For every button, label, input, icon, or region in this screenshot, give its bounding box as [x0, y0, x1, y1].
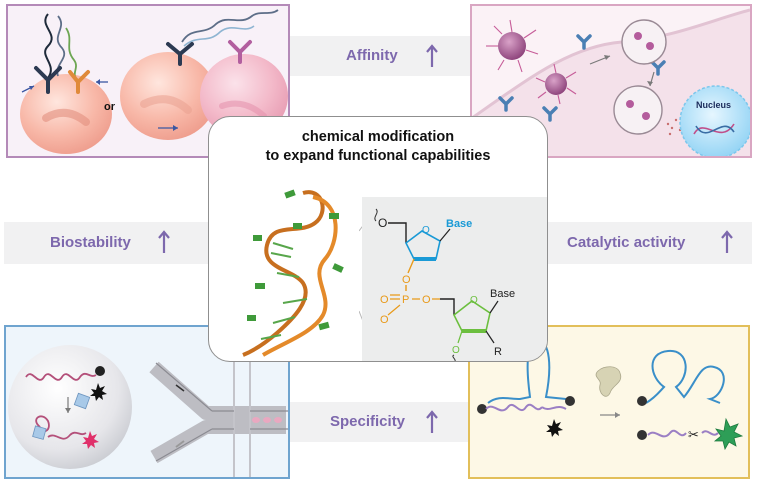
base-bottom-label: Base: [490, 288, 515, 300]
quencher-ball-icon: [565, 396, 575, 406]
specificity-label: Specificity: [330, 413, 406, 430]
endosome: [621, 19, 667, 65]
nuclease-cube: [73, 392, 91, 410]
svg-text:O: O: [422, 294, 431, 306]
center-title-line1: chemical modification: [301, 129, 455, 145]
quencher-ball-icon: [477, 404, 487, 414]
scissors-icon: ✂: [688, 427, 699, 442]
serum-environment: [8, 345, 132, 469]
biostability-band: [4, 222, 208, 264]
svg-text:O: O: [380, 294, 389, 306]
up-arrow-icon: [158, 230, 170, 253]
catalytic-band: [548, 222, 752, 264]
svg-text:O: O: [380, 314, 389, 326]
star-fluorophore-icon: [90, 383, 107, 401]
quencher-ball-icon: [637, 430, 647, 440]
affinity-band: [290, 36, 470, 76]
up-arrow-icon: [426, 44, 438, 67]
antibody-y-icon: [498, 34, 666, 122]
modified-nucleotide-structure: O O Base O P O O O O Base R O: [374, 208, 515, 361]
nanoparticle-uptake-illustration: Nucleus: [472, 8, 750, 156]
biostability-label: Biostability: [50, 234, 131, 251]
specificity-band: [290, 402, 468, 442]
or-text: or: [104, 101, 116, 113]
central-modification-panel: chemical modification to expand function…: [208, 116, 548, 362]
svg-text:O: O: [402, 274, 411, 286]
star-fluorophore-icon: [713, 417, 744, 451]
oxygen-label: O: [378, 216, 387, 230]
center-title-line2: to expand functional capabilities: [265, 148, 491, 164]
star-fluorophore-icon: [82, 431, 99, 449]
quencher-ball-icon: [637, 396, 647, 406]
up-arrow-icon: [721, 230, 733, 253]
quencher-ball-icon: [95, 366, 105, 376]
chemical-structure-box: O O Base O P O O O O Base R O: [362, 197, 547, 361]
metal-cofactor: [595, 366, 622, 397]
nucleus: [679, 85, 750, 156]
svg-text:O: O: [452, 345, 460, 356]
endosome: [613, 85, 663, 135]
nanoparticle: [545, 73, 567, 95]
svg-text:O: O: [422, 225, 430, 236]
aptamer-target-illustration: or: [20, 9, 288, 154]
nucleus-label: Nucleus: [696, 100, 731, 110]
nuclease-resistance-illustration: [8, 333, 288, 477]
nanoparticle: [498, 32, 526, 60]
phosphorus-label: P: [402, 294, 409, 306]
svg-text:O: O: [470, 295, 478, 306]
r-group-label: R: [494, 346, 502, 358]
base-top-label: Base: [446, 218, 472, 230]
catalytic-label: Catalytic activity: [567, 234, 686, 251]
up-arrow-icon: [426, 410, 438, 433]
aptamer-3d-structure: [242, 189, 344, 357]
dnazyme-cleavage-illustration: ✂: [477, 339, 744, 451]
star-fluorophore-icon: [546, 419, 563, 437]
affinity-label: Affinity: [346, 47, 398, 64]
